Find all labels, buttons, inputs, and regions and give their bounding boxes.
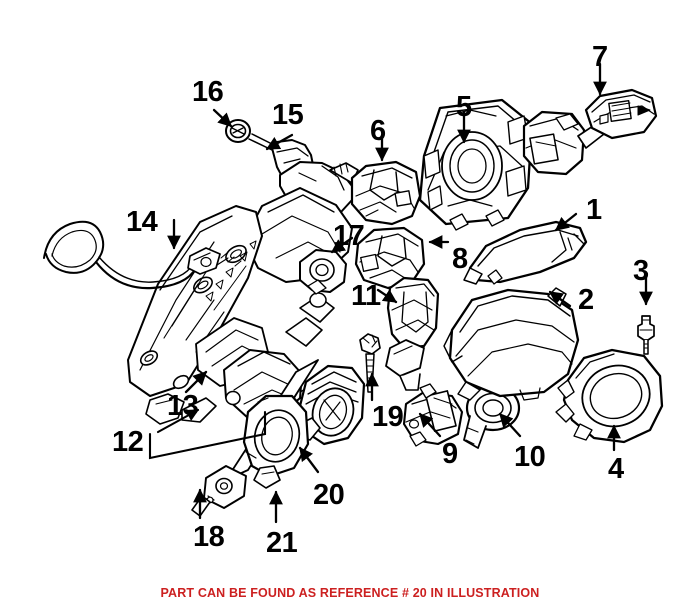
callout-label-17: 17 xyxy=(333,220,365,252)
callout-label-2: 2 xyxy=(578,284,594,316)
callout-label-8: 8 xyxy=(452,243,468,275)
callout-label-10: 10 xyxy=(514,441,546,473)
callout-label-12: 12 xyxy=(112,426,144,458)
leader-16 xyxy=(212,108,233,128)
part-5-switch-carrier-housing xyxy=(418,98,534,231)
reference-note: PART CAN BE FOUND AS REFERENCE # 20 IN I… xyxy=(160,586,540,600)
callout-label-21: 21 xyxy=(266,527,298,559)
callout-label-20: 20 xyxy=(313,479,345,511)
leader-1 xyxy=(554,212,578,232)
part-8-cruise-control-switch-module xyxy=(354,226,426,290)
leader-12-bracket xyxy=(148,410,267,460)
parts-linework xyxy=(43,88,664,517)
callout-label-1: 1 xyxy=(586,194,602,226)
callout-label-6: 6 xyxy=(370,115,386,147)
part-17-bearing-bush xyxy=(299,249,347,295)
callout-label-13: 13 xyxy=(167,390,199,422)
part-6-wiper-switch-module xyxy=(350,160,422,226)
callout-label-15: 15 xyxy=(272,99,304,131)
callout-label-11: 11 xyxy=(351,280,381,312)
callout-label-16: 16 xyxy=(192,76,224,108)
part-3-mounting-stud-bolt xyxy=(637,315,655,355)
part-11-steering-column-switch-bracket xyxy=(385,276,440,391)
part-9-ignition-switch-contact-block xyxy=(402,383,464,447)
leader-11 xyxy=(376,288,398,304)
callout-label-5: 5 xyxy=(456,91,472,123)
part-2-lower-column-shroud xyxy=(443,287,580,401)
part-7-turn-signal-stalk-switch xyxy=(522,88,658,176)
leader-9 xyxy=(418,412,442,438)
callout-label-19: 19 xyxy=(372,401,404,433)
callout-label-4: 4 xyxy=(608,453,624,485)
leader-17 xyxy=(330,236,354,254)
leader-13 xyxy=(184,370,208,394)
part-14-wiring-harness-cable xyxy=(43,220,221,290)
leader-10 xyxy=(498,412,522,438)
callout-label-9: 9 xyxy=(442,438,458,470)
part-4-ignition-trim-bezel-ring xyxy=(555,348,664,444)
part-21-ignition-lock-gasket-ring xyxy=(242,394,310,489)
callout-leader-arrows xyxy=(148,62,653,524)
leader-20 xyxy=(298,446,320,474)
callout-label-14: 14 xyxy=(126,206,158,238)
leader-2 xyxy=(548,290,572,308)
part-1-upper-column-trim-cover xyxy=(463,220,588,285)
leader-15 xyxy=(265,133,294,151)
callout-label-18: 18 xyxy=(193,521,225,553)
callout-label-3: 3 xyxy=(633,255,649,287)
callout-label-7: 7 xyxy=(592,41,608,73)
leader-12-arrow xyxy=(156,408,200,434)
